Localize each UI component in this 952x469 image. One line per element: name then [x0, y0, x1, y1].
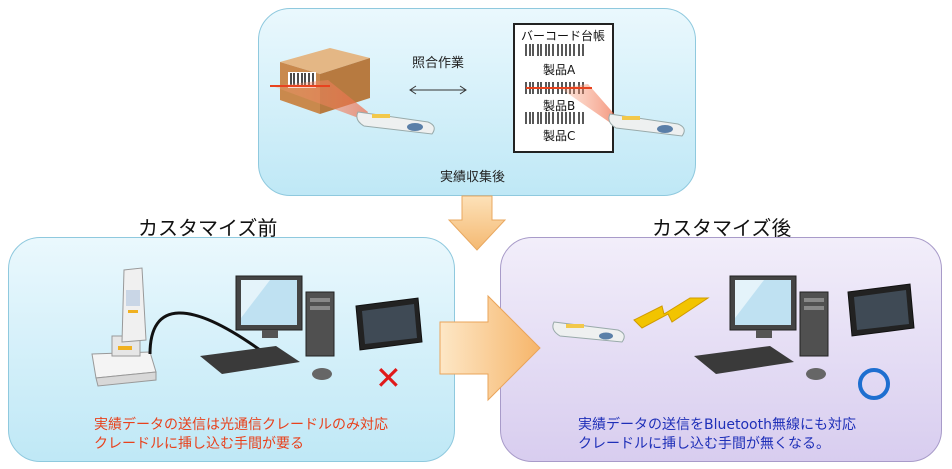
ledger-product-c: 製品C — [543, 129, 576, 143]
ledger-title: バーコード台帳 — [521, 29, 606, 43]
after-panel — [500, 237, 942, 462]
after-note: 実績データの送信をBluetooth無線にも対応 クレードルに挿し込む手間が無く… — [578, 416, 856, 454]
right-arrow-icon — [439, 294, 541, 402]
collation-label: 照合作業 — [412, 56, 465, 71]
desktop-pc-icon — [694, 275, 829, 380]
bidirectional-arrow-icon — [409, 85, 467, 95]
after-note-line1: 実績データの送信をBluetooth無線にも対応 — [578, 417, 856, 433]
scan-beam — [272, 80, 368, 120]
tablet-icon — [355, 297, 423, 351]
barcode-scanner-icon — [356, 111, 435, 135]
collected-label: 実績収集後 — [440, 170, 506, 185]
down-arrow-icon — [447, 195, 507, 251]
circle-mark-icon — [858, 368, 890, 400]
after-note-line2: クレードルに挿し込む手間が無くなる。 — [578, 436, 830, 452]
before-panel — [8, 237, 455, 462]
ledger-product-b: 製品B — [543, 99, 576, 113]
cable-icon — [148, 311, 261, 355]
before-note: 実績データの送信は光通信クレードルのみ対応 クレードルに挿し込む手間が要る — [94, 416, 388, 454]
ledger-product-a: 製品A — [543, 63, 576, 77]
heading-before: カスタマイズ前 — [138, 216, 278, 240]
barcode-scanner-icon — [552, 321, 625, 343]
tablet-icon — [847, 283, 915, 337]
wireless-signal-icon — [633, 297, 710, 329]
before-note-line2: クレードルに挿し込む手間が要る — [94, 436, 304, 452]
barcode-scanner-icon — [608, 113, 685, 137]
barcode-scanner-icon — [121, 267, 147, 343]
desktop-pc-icon — [200, 275, 335, 380]
before-note-line1: 実績データの送信は光通信クレードルのみ対応 — [94, 417, 388, 433]
heading-after: カスタマイズ後 — [652, 216, 792, 240]
cross-mark-icon: ✕ — [375, 359, 402, 397]
cradle-icon — [91, 335, 157, 387]
